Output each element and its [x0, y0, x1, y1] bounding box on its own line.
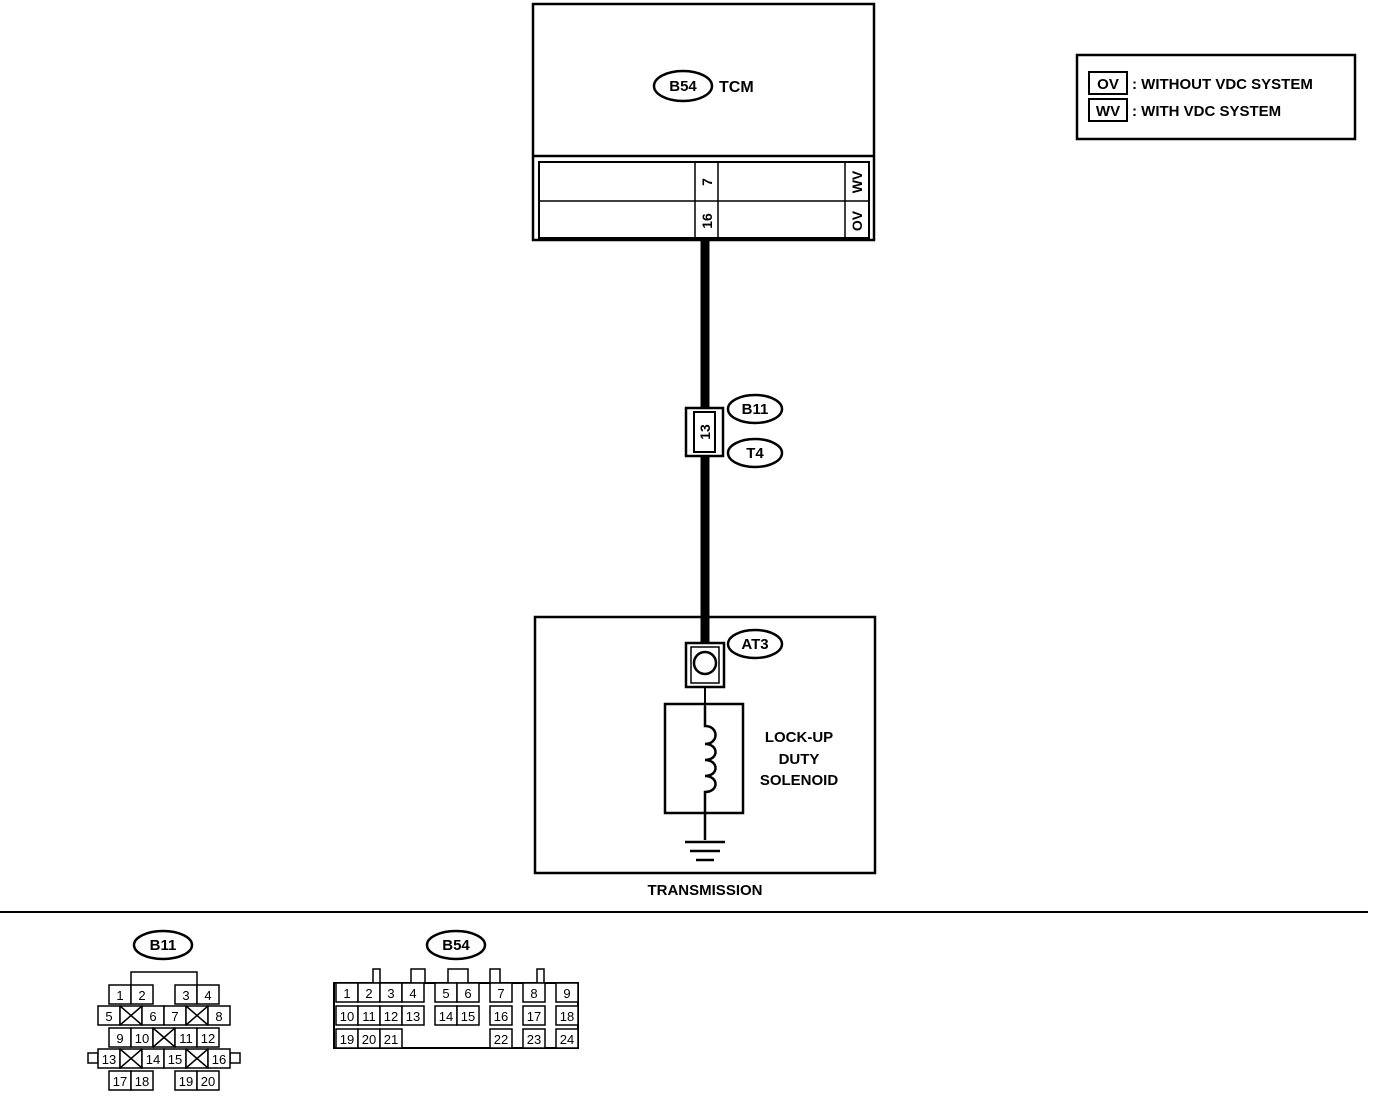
b11-pin: 20	[201, 1074, 215, 1089]
b54-pin: 5	[442, 986, 449, 1001]
b54-pin: 1	[343, 986, 350, 1001]
b54-pin: 22	[494, 1032, 508, 1047]
b54-pin: 24	[560, 1032, 574, 1047]
b11-pin: 9	[116, 1031, 123, 1046]
legend-text-ov: : WITHOUT VDC SYSTEM	[1132, 76, 1313, 93]
legend-text-wv: : WITH VDC SYSTEM	[1132, 103, 1281, 120]
b11-pin: 13	[102, 1052, 116, 1067]
b54-pin: 16	[494, 1009, 508, 1024]
tcm-tag-bottom: OV	[849, 210, 865, 231]
b11-pin: 6	[149, 1009, 156, 1024]
transmission-unit: TRANSMISSION AT3 LOCK-UP DUTY SOLENOID	[533, 615, 877, 899]
b54-pin: 12	[384, 1009, 398, 1024]
b54-pin: 14	[439, 1009, 453, 1024]
b11-pin: 14	[146, 1052, 160, 1067]
b11-pin: 2	[138, 988, 145, 1003]
b54-pin: 3	[387, 986, 394, 1001]
b11-pin: 18	[135, 1074, 149, 1089]
b54-pin: 20	[362, 1032, 376, 1047]
b11-pin: 10	[135, 1031, 149, 1046]
b54-pin: 23	[527, 1032, 541, 1047]
b54-pin: 8	[530, 986, 537, 1001]
legend-box: OV : WITHOUT VDC SYSTEM WV : WITH VDC SY…	[1075, 53, 1357, 141]
b54-pin: 2	[365, 986, 372, 1001]
b11-pin: 1	[116, 988, 123, 1003]
solenoid-label-line2: DUTY	[779, 751, 820, 768]
b54-pin: 7	[497, 986, 504, 1001]
tcm-unit: B54 TCM 7 16 WV OV	[531, 2, 876, 242]
solenoid-coil-icon	[703, 706, 717, 840]
b11-pin: 15	[168, 1052, 182, 1067]
tcm-connector-oval	[652, 69, 714, 103]
transmission-name: TRANSMISSION	[647, 882, 762, 899]
b54-pin: 17	[527, 1009, 541, 1024]
b54-pin: 18	[560, 1009, 574, 1024]
b11-pin: 16	[212, 1052, 226, 1067]
b11-pin: 3	[182, 988, 189, 1003]
harness-label-top: B11	[742, 401, 769, 418]
b11-view-label: B11	[150, 937, 177, 954]
b11-pin: 5	[105, 1009, 112, 1024]
b11-pin: 19	[179, 1074, 193, 1089]
b54-pin: 15	[461, 1009, 475, 1024]
tcm-name: TCM	[719, 79, 754, 96]
b11-pin: 17	[113, 1074, 127, 1089]
transmission-connector-label: AT3	[741, 636, 768, 653]
b54-view-label: B54	[442, 937, 470, 954]
b11-pin: 12	[201, 1031, 215, 1046]
ground-icon	[685, 840, 725, 862]
harness-label-bottom: T4	[746, 445, 764, 462]
b54-pin: 4	[409, 986, 416, 1001]
tcm-pin-bottom: 16	[699, 213, 715, 229]
b54-pin: 13	[406, 1009, 420, 1024]
b11-pin: 11	[179, 1031, 193, 1046]
b54-pin: 11	[362, 1009, 376, 1024]
b11-pin: 7	[171, 1009, 178, 1024]
b54-pin: 9	[563, 986, 570, 1001]
legend-code-ov: OV	[1097, 76, 1119, 93]
b54-pin: 10	[340, 1009, 354, 1024]
b11-pin: 8	[215, 1009, 222, 1024]
solenoid-label-line1: LOCK-UP	[765, 729, 833, 746]
solenoid-label-line3: SOLENOID	[760, 772, 839, 789]
b11-pin: 4	[204, 988, 211, 1003]
b54-pin: 19	[340, 1032, 354, 1047]
tcm-tag-top: WV	[849, 170, 865, 193]
legend-code-wv: WV	[1096, 103, 1120, 120]
harness-connector: 13 B11 T4	[684, 393, 784, 469]
harness-pin: 13	[697, 424, 713, 440]
b54-pin: 21	[384, 1032, 398, 1047]
tcm-connector-label: B54	[669, 78, 697, 95]
b54-pin: 6	[464, 986, 471, 1001]
tcm-pin-top: 7	[699, 178, 715, 186]
